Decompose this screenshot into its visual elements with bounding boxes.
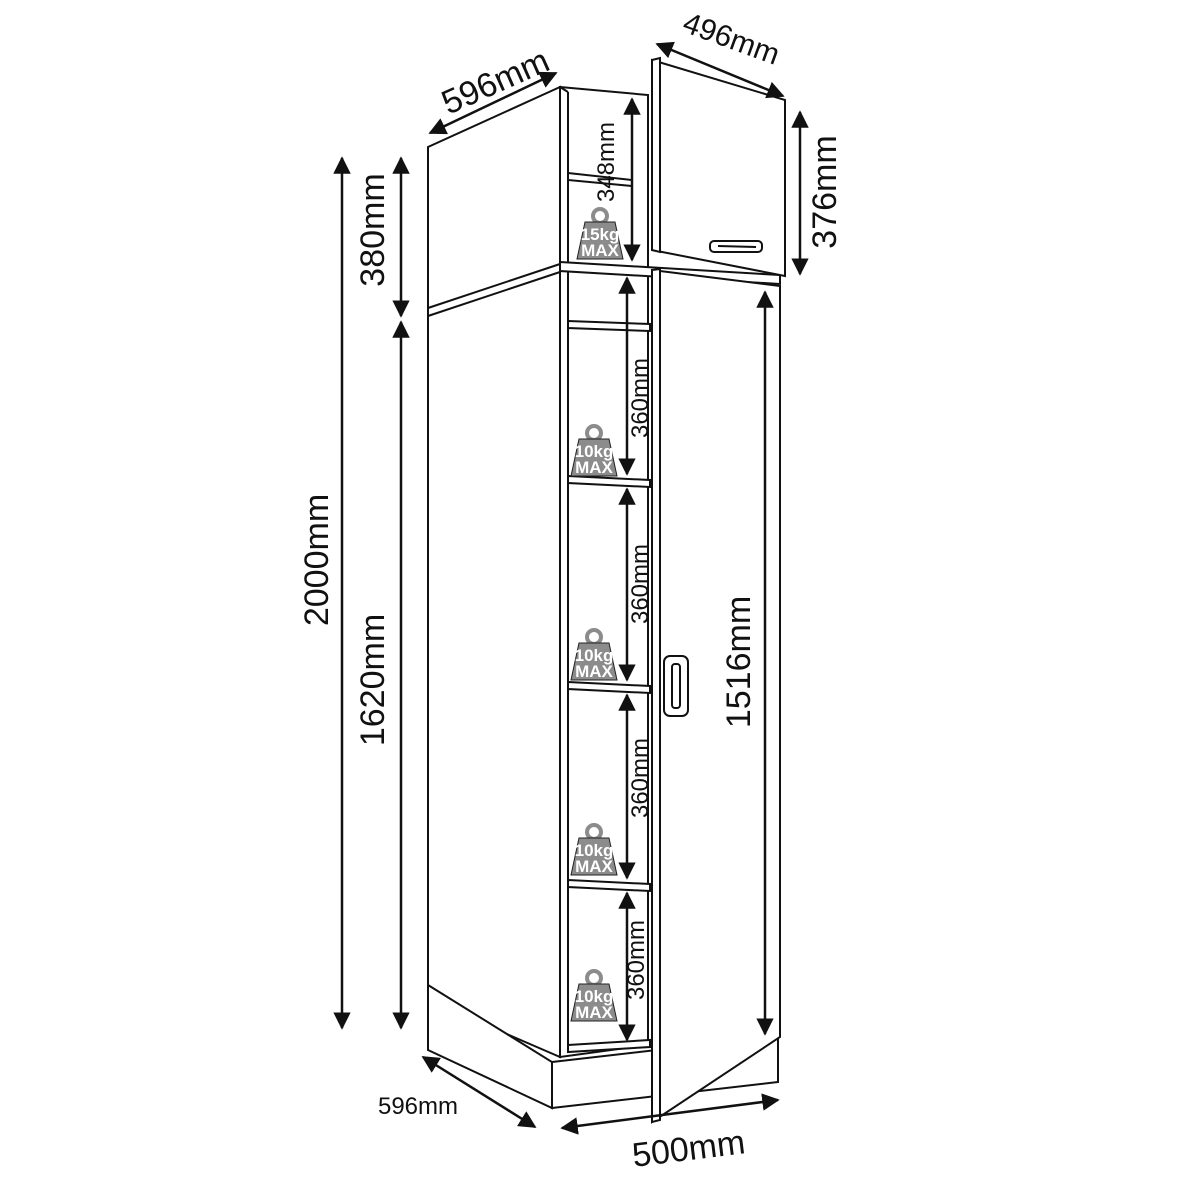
label-shelf-gap-3: 360mm	[627, 738, 654, 818]
dimension-lines	[333, 41, 809, 1135]
weight-shelf-1-max: MAX	[575, 458, 613, 477]
weight-shelf-3-max: MAX	[575, 857, 613, 876]
label-shelf-gap-2: 360mm	[627, 544, 654, 624]
dim-line-door-top-width	[655, 41, 785, 99]
label-shelf-gap-1: 360mm	[627, 358, 654, 438]
weight-icon-top: 15kg MAX	[576, 207, 624, 260]
weight-icon-shelf-1: 10kg MAX	[570, 424, 618, 477]
label-bottom-depth: 596mm	[378, 1093, 458, 1120]
label-shelf-gap-4: 360mm	[623, 920, 650, 1000]
weight-shelf-2-value: 10kg	[575, 646, 614, 665]
weight-shelf-3-value: 10kg	[575, 841, 614, 860]
weight-shelf-2-max: MAX	[575, 662, 613, 681]
label-top-shelf-gap: 348mm	[593, 122, 620, 202]
label-door-top-width: 496mm	[679, 6, 784, 71]
weight-icon-shelf-3: 10kg MAX	[570, 823, 618, 876]
weight-shelf-4-max: MAX	[575, 1003, 613, 1022]
weight-icons: 15kg MAX 10kg MAX 10kg MAX 10kg MAX 10kg…	[570, 207, 624, 1022]
weight-top-max: MAX	[581, 241, 619, 260]
left-side-panel	[427, 85, 561, 1059]
label-top-door-height: 376mm	[806, 135, 844, 248]
label-bottom-section-height: 1620mm	[354, 614, 392, 746]
weight-top-value: 15kg	[581, 225, 620, 244]
label-bottom-width: 500mm	[630, 1123, 747, 1175]
label-main-door-height: 1516mm	[720, 596, 758, 728]
weight-icon-shelf-4: 10kg MAX	[570, 969, 618, 1022]
weight-icon-shelf-2: 10kg MAX	[570, 628, 618, 681]
top-bottom-seam	[427, 263, 561, 309]
label-total-height: 2000mm	[298, 494, 336, 626]
dim-line-bottom-depth	[421, 1055, 537, 1129]
shelf-4	[567, 878, 651, 893]
label-top-section-height: 380mm	[354, 173, 392, 286]
dim-line-top-depth	[428, 71, 558, 135]
dim-line-bottom-width	[560, 1093, 780, 1135]
weight-shelf-1-value: 10kg	[575, 442, 614, 461]
top-door-handle	[709, 240, 763, 253]
shelf-3	[567, 680, 651, 695]
main-door-handle	[663, 655, 689, 717]
weight-shelf-4-value: 10kg	[575, 987, 614, 1006]
shelf-2	[567, 474, 651, 489]
